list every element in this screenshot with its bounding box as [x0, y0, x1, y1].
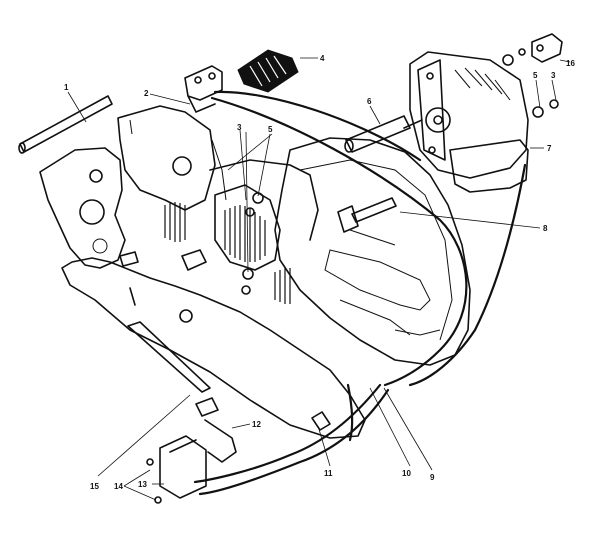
center-bracket: [119, 184, 291, 323]
part-7-motor: [403, 51, 529, 193]
callout-15: 15: [90, 482, 99, 491]
small-hardware: [502, 48, 559, 118]
callout-5b: 5: [533, 71, 538, 80]
leader-lines: [67, 57, 571, 501]
callout-14: 14: [114, 482, 123, 491]
callout-9: 9: [430, 473, 435, 482]
callout-1: 1: [64, 83, 69, 92]
callout-7: 7: [547, 144, 552, 153]
part-16-connector: [531, 33, 563, 63]
part-4-brush: [237, 49, 299, 93]
callout-3b: 3: [551, 71, 556, 80]
callout-11: 11: [324, 469, 333, 478]
callout-8: 8: [543, 224, 548, 233]
wire-harness: [193, 90, 527, 496]
callout-3a: 3: [237, 123, 242, 132]
callout-12: 12: [252, 420, 261, 429]
part-2-bracket: [184, 65, 223, 113]
callout-2: 2: [144, 89, 149, 98]
base-plate: [61, 137, 471, 439]
callout-4: 4: [320, 54, 325, 63]
callout-5a: 5: [268, 125, 273, 134]
callout-16-top: 16: [566, 59, 575, 68]
side-bracket: [39, 105, 319, 269]
callout-labels: 1 2 3 5 4 6 5 3 16 7 8 12 11 10 9 13 14 …: [64, 54, 575, 491]
part-8-standoff: [337, 197, 397, 233]
callout-6: 6: [367, 97, 372, 106]
callout-13: 13: [138, 480, 147, 489]
part-6-spacer: [344, 115, 411, 153]
lower-parts: [127, 321, 331, 504]
part-1-rod: [18, 95, 113, 154]
callout-10: 10: [402, 469, 411, 478]
